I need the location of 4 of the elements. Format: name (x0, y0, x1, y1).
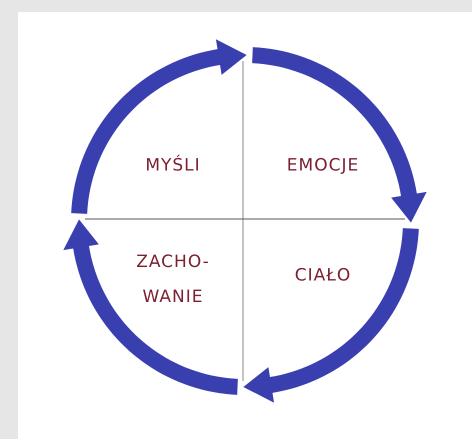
quadrant-label: MYŚLI (144, 154, 202, 178)
quadrant-label: EMOCJE (286, 154, 360, 178)
quadrant-label: CIAŁO (294, 264, 352, 288)
quadrant-label: ZACHO-WANIE (135, 251, 211, 309)
